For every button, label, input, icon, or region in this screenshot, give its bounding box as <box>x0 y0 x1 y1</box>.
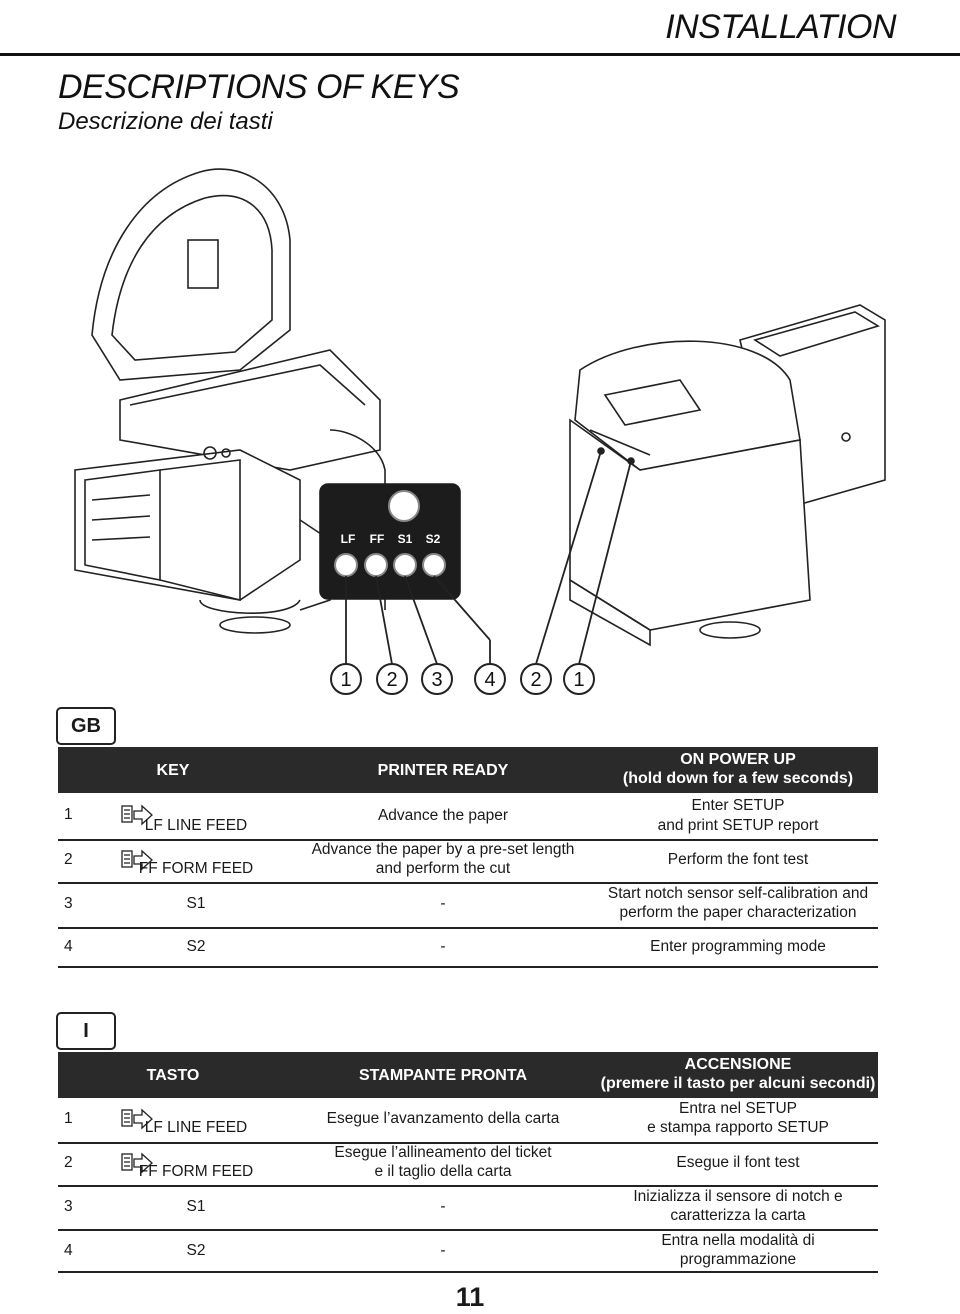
it-row-3-num: 3 <box>64 1198 73 1215</box>
gb-row-1-power-2: and print SETUP report <box>657 817 819 834</box>
printer-illustration: LF FF S1 S2 1 2 3 4 2 1 <box>74 168 886 695</box>
it-row-divider <box>58 1229 878 1231</box>
panel-key-s2: S2 <box>426 532 441 546</box>
it-row-1-power-1: Entra nel SETUP <box>678 1100 798 1117</box>
it-row-4-key: S2 <box>186 1242 206 1259</box>
gb-row-1-ready: Advance the paper <box>377 807 509 824</box>
gb-table-header: KEY PRINTER READY ON POWER UP (hold down… <box>58 747 878 793</box>
open-printer-drawing <box>74 168 386 634</box>
gb-row-divider <box>58 927 878 929</box>
gb-row-1-power-1: Enter SETUP <box>691 797 785 814</box>
language-badge-gb: GB <box>56 707 116 745</box>
gb-row-3-ready: - <box>440 895 446 912</box>
it-table-bottom <box>58 1271 878 1273</box>
callout-3: 3 <box>431 669 442 691</box>
gb-row-1-num: 1 <box>64 806 73 823</box>
gb-row-1-key: LF LINE FEED <box>144 817 248 834</box>
it-header-ready: STAMPANTE PRONTA <box>359 1067 527 1084</box>
gb-row-4-num: 4 <box>64 938 73 955</box>
callout-circles <box>330 663 595 695</box>
it-row-1-num: 1 <box>64 1110 73 1127</box>
gb-row-3-power-2: perform the paper characterization <box>619 904 857 921</box>
it-row-2-key: FF FORM FEED <box>138 1163 254 1180</box>
gb-row-4-power: Enter programming mode <box>650 938 826 955</box>
panel-key-lf: LF <box>341 532 356 546</box>
it-row-1-power-2: e stampa rapporto SETUP <box>647 1119 829 1136</box>
key-press-icon <box>121 804 153 826</box>
callout-2: 2 <box>386 669 397 691</box>
page-subtitle: Descrizione dei tasti <box>58 108 273 135</box>
gb-row-3-power-1: Start notch sensor self-calibration and <box>607 885 869 902</box>
gb-row-3-key: S1 <box>186 895 206 912</box>
it-header-power-1: ACCENSIONE <box>684 1056 792 1073</box>
panel-key-ff: FF <box>370 532 385 546</box>
it-row-3-power-1: Inizializza il sensore di notch e <box>633 1188 843 1205</box>
gb-row-divider <box>58 882 878 884</box>
gb-header-key: KEY <box>156 762 190 779</box>
it-table-header: TASTO STAMPANTE PRONTA ACCENSIONE (preme… <box>58 1052 878 1098</box>
callout-1: 1 <box>340 669 351 691</box>
gb-table-bottom <box>58 966 878 968</box>
it-row-4-num: 4 <box>64 1242 73 1259</box>
page-number: 11 <box>455 1282 485 1312</box>
it-row-3-ready: - <box>440 1198 446 1215</box>
callout-leaders <box>345 450 632 665</box>
gb-row-2-power: Perform the font test <box>667 851 809 868</box>
page-title: DESCRIPTIONS OF KEYS <box>58 68 460 106</box>
header-rule <box>0 53 960 56</box>
callout-6: 1 <box>573 669 584 691</box>
gb-header-power-1: ON POWER UP <box>680 751 796 768</box>
it-row-2-ready-1: Esegue l’allineamento del ticket <box>334 1144 552 1161</box>
closed-printer-drawing <box>569 304 886 647</box>
key-press-icon <box>121 1152 153 1174</box>
section-title: INSTALLATION <box>665 8 896 46</box>
it-header-power-2: (premere il tasto per alcuni secondi) <box>600 1075 876 1092</box>
key-panel <box>319 483 461 600</box>
it-row-1-key: LF LINE FEED <box>144 1119 248 1136</box>
it-row-divider <box>58 1142 878 1144</box>
it-row-4-power-2: programmazione <box>679 1251 797 1268</box>
gb-row-2-ready-2: and perform the cut <box>375 860 511 877</box>
gb-row-2-key: FF FORM FEED <box>138 860 254 877</box>
it-row-divider <box>58 1185 878 1187</box>
key-press-icon <box>121 849 153 871</box>
gb-row-2-ready-1: Advance the paper by a pre-set length <box>311 841 575 858</box>
it-row-4-ready: - <box>440 1242 446 1259</box>
gb-header-ready: PRINTER READY <box>377 762 509 779</box>
gb-row-divider <box>58 839 878 841</box>
gb-row-4-ready: - <box>440 938 446 955</box>
it-header-key: TASTO <box>146 1067 200 1084</box>
it-row-3-power-2: caratterizza la carta <box>670 1207 806 1224</box>
it-row-2-num: 2 <box>64 1154 73 1171</box>
gb-row-2-num: 2 <box>64 851 73 868</box>
key-press-icon <box>121 1108 153 1130</box>
panel-key-s1: S1 <box>398 532 413 546</box>
it-row-4-power-1: Entra nella modalità di <box>661 1232 815 1249</box>
gb-row-3-num: 3 <box>64 895 73 912</box>
language-badge-it: I <box>56 1012 116 1050</box>
gb-header-power-2: (hold down for a few seconds) <box>622 770 854 787</box>
it-row-2-ready-2: e il taglio della carta <box>374 1163 512 1180</box>
callout-4: 4 <box>484 669 495 691</box>
it-row-1-ready: Esegue l’avanzamento della carta <box>326 1110 560 1127</box>
callout-5: 2 <box>530 669 541 691</box>
gb-row-4-key: S2 <box>186 938 206 955</box>
it-row-2-power: Esegue il font test <box>676 1154 800 1171</box>
it-row-3-key: S1 <box>186 1198 206 1215</box>
